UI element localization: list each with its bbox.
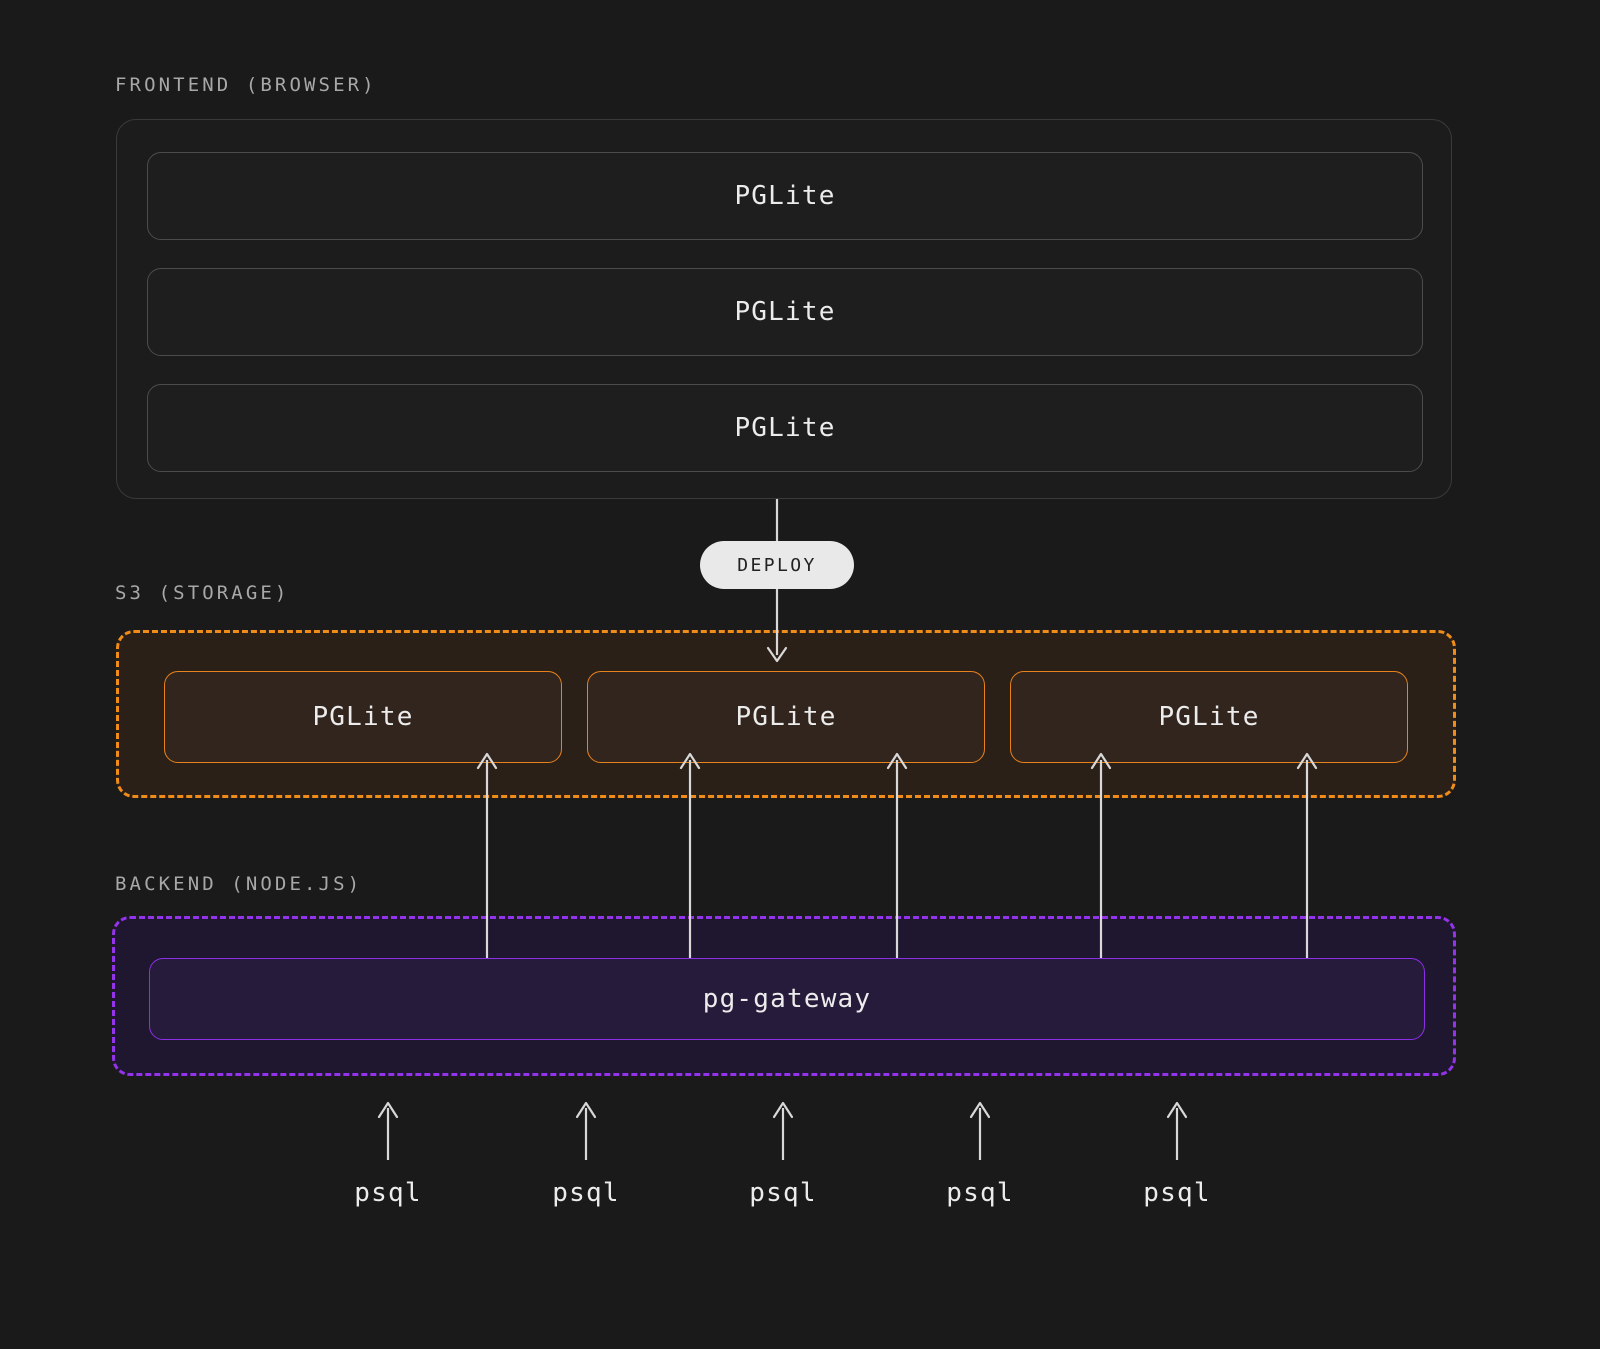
psql-arrow-head-4: [969, 1101, 991, 1119]
node-label: PGLite: [734, 413, 836, 443]
backend-container: pg-gateway: [112, 916, 1456, 1076]
psql-arrow-head-2: [575, 1101, 597, 1119]
backend-node-pg-gateway[interactable]: pg-gateway: [149, 958, 1425, 1040]
node-label: PGLite: [734, 297, 836, 327]
psql-client-label-1: psql: [354, 1178, 422, 1208]
storage-container: PGLite PGLite PGLite: [116, 630, 1456, 798]
section-label-backend: BACKEND (NODE.JS): [115, 873, 363, 895]
storage-node-pglite-3[interactable]: PGLite: [1010, 671, 1408, 763]
frontend-node-pglite-2[interactable]: PGLite: [147, 268, 1423, 356]
psql-client-label-2: psql: [552, 1178, 620, 1208]
frontend-node-pglite-3[interactable]: PGLite: [147, 384, 1423, 472]
frontend-node-pglite-1[interactable]: PGLite: [147, 152, 1423, 240]
node-label: PGLite: [312, 702, 414, 732]
storage-node-row: PGLite PGLite PGLite: [119, 633, 1453, 795]
psql-arrow-head-5: [1166, 1101, 1188, 1119]
section-label-storage: S3 (STORAGE): [115, 582, 290, 604]
psql-client-label-3: psql: [749, 1178, 817, 1208]
section-label-frontend: FRONTEND (BROWSER): [115, 74, 377, 96]
psql-arrow-head-1: [377, 1101, 399, 1119]
node-label: PGLite: [735, 702, 837, 732]
storage-node-pglite-2[interactable]: PGLite: [587, 671, 985, 763]
node-label: PGLite: [1158, 702, 1260, 732]
deploy-badge[interactable]: DEPLOY: [700, 541, 854, 589]
frontend-container: PGLite PGLite PGLite: [116, 119, 1452, 499]
psql-arrow-head-3: [772, 1101, 794, 1119]
node-label: PGLite: [734, 181, 836, 211]
psql-client-label-5: psql: [1143, 1178, 1211, 1208]
node-label: pg-gateway: [702, 984, 872, 1014]
deploy-badge-label: DEPLOY: [737, 554, 817, 576]
storage-node-pglite-1[interactable]: PGLite: [164, 671, 562, 763]
psql-client-label-4: psql: [946, 1178, 1014, 1208]
